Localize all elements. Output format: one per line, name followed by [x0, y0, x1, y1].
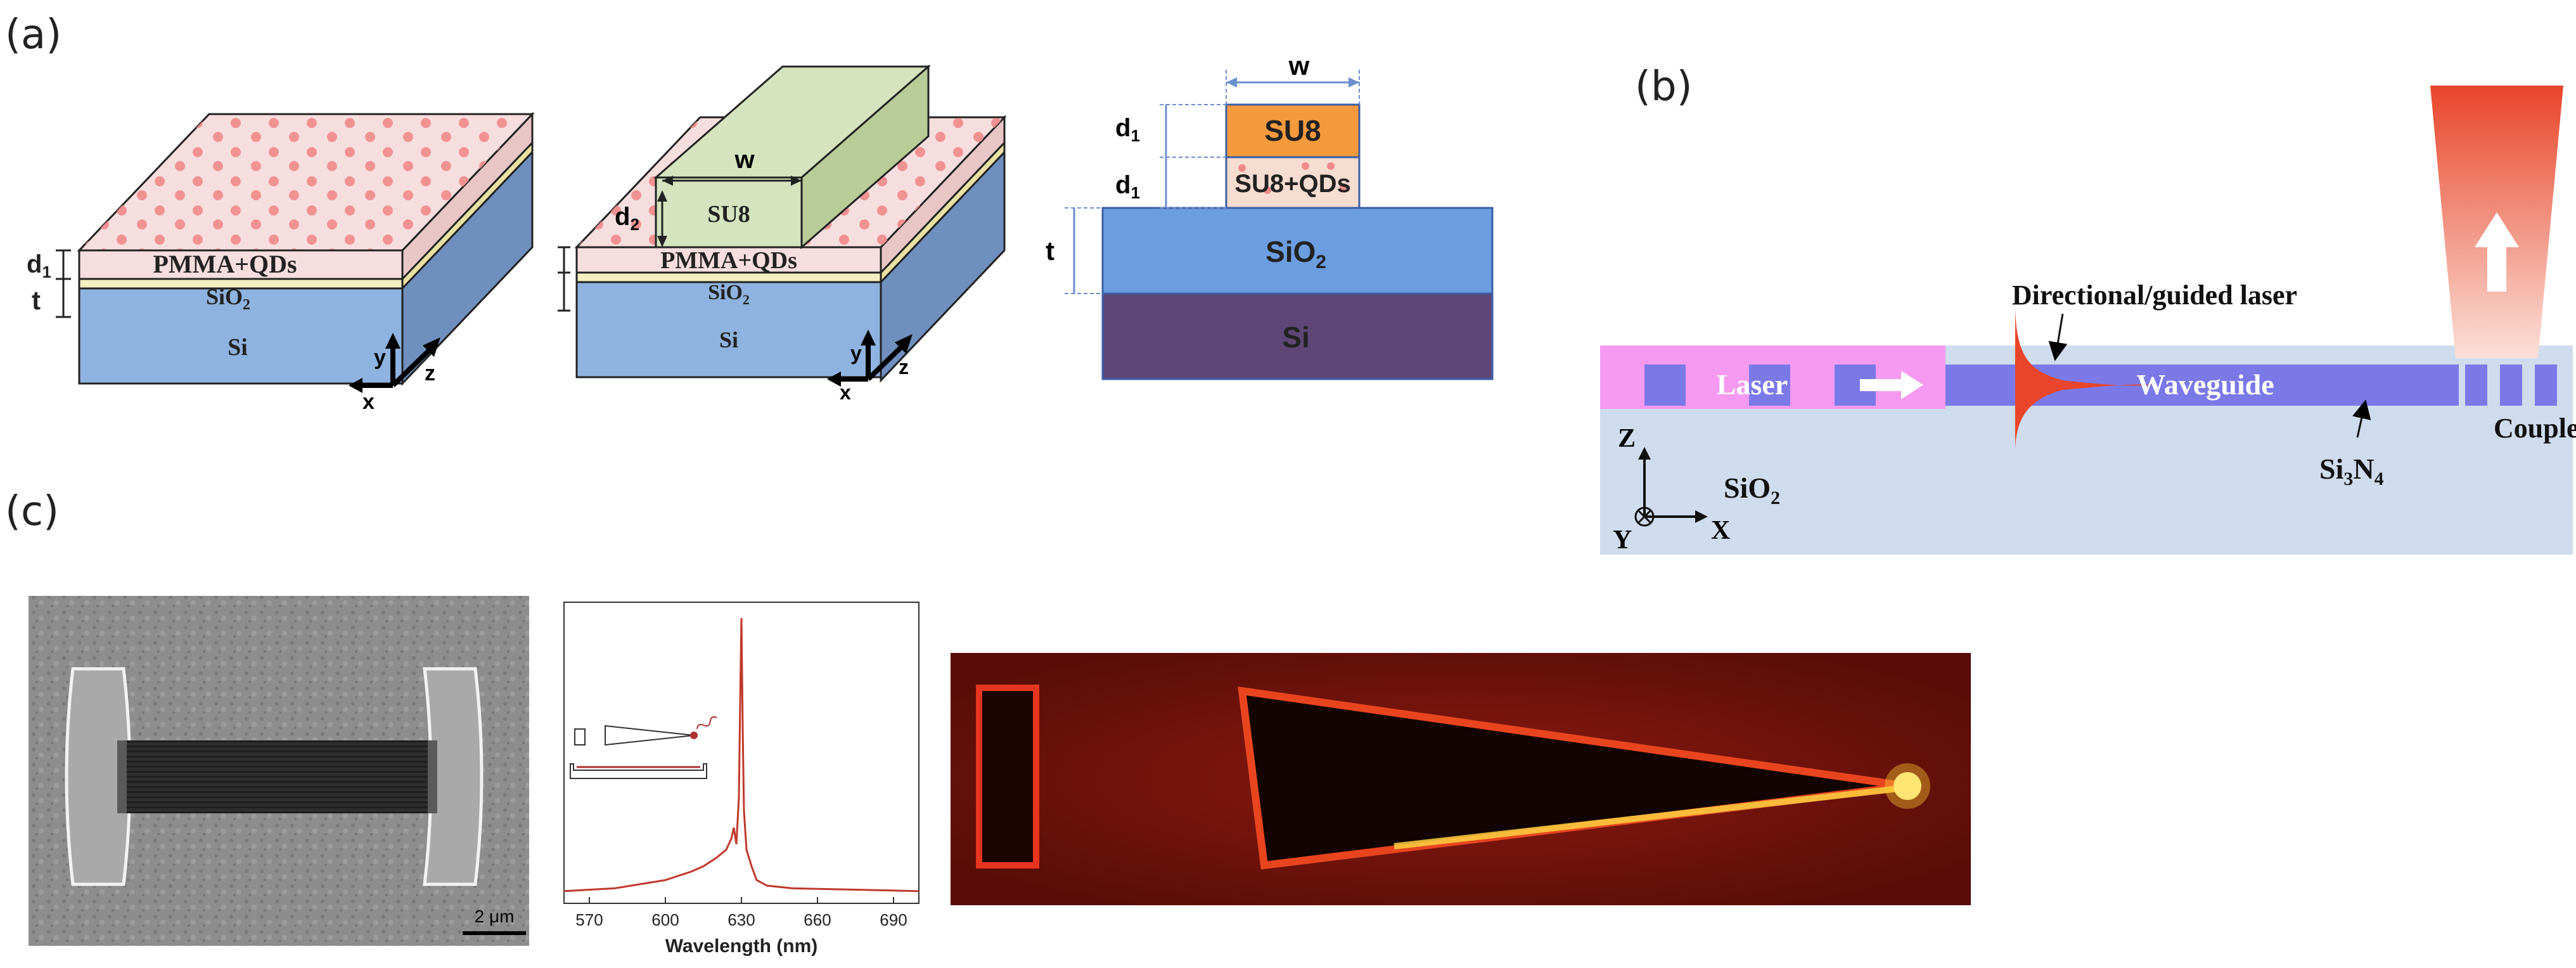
panel-label-a: (a) — [5, 11, 62, 58]
left-mirror-glow — [976, 685, 1039, 868]
svg-text:SU8: SU8 — [1264, 114, 1321, 147]
d1-label: d1 — [27, 250, 51, 281]
x-tick-label: 630 — [727, 910, 755, 929]
t-label: t — [32, 285, 41, 315]
panel-label-c: (c) — [5, 488, 60, 535]
pmma-front — [78, 249, 404, 280]
coupler-bar-2 — [2500, 365, 2522, 406]
svg-text:SU8+QDs: SU8+QDs — [1234, 170, 1350, 198]
coordinate-axes-icon: Z Y X — [1613, 424, 1730, 555]
su8-ridge-front — [655, 176, 803, 248]
si-label: Si — [227, 334, 248, 361]
scale-label: 2 μm — [475, 907, 515, 926]
svg-text:Z: Z — [1618, 424, 1636, 453]
spectrum-series-line — [563, 617, 920, 893]
svg-text:z: z — [425, 361, 435, 385]
svg-text:SiO2: SiO2 — [1724, 472, 1780, 508]
guided-mode-profile — [2015, 301, 2155, 453]
svg-text:z: z — [899, 356, 909, 378]
svg-text:x: x — [362, 390, 375, 414]
si-label-2: Si — [719, 327, 738, 352]
x-tick-label: 570 — [575, 910, 603, 929]
svg-text:w: w — [1288, 51, 1310, 81]
grating-waveguide — [124, 740, 431, 813]
svg-text:Si: Si — [1282, 321, 1309, 354]
svg-text:Y: Y — [1613, 526, 1632, 555]
svg-text:d1: d1 — [1115, 114, 1140, 145]
svg-text:Laser: Laser — [1717, 368, 1788, 401]
svg-text:Directional/guided laser: Directional/guided laser — [2012, 280, 2297, 311]
w-label: w — [734, 146, 755, 174]
svg-text:x: x — [840, 381, 851, 404]
left-mirror — [65, 667, 132, 886]
x-tick-label: 600 — [651, 910, 679, 929]
x-axis-title: Wavelength (nm) — [665, 936, 818, 957]
x-tick-label: 660 — [804, 910, 831, 929]
cross-section: SU8 SU8+QDs SiO2 Si w d1 d1 t — [1046, 51, 1494, 380]
output-spot — [1894, 772, 1921, 800]
sio2-label-2: SiO2 — [708, 281, 750, 307]
svg-text:SiO2: SiO2 — [1266, 235, 1326, 273]
si-front — [78, 287, 404, 385]
pmma-label-2: PMMA+QDs — [660, 247, 797, 274]
direction-arrow-icon — [1860, 371, 1923, 399]
layer-stack-2: SU8 PMMA+QDs SiO2 Si w d2 y z x — [558, 64, 1007, 404]
su8-block — [1225, 103, 1361, 158]
su8-label: SU8 — [707, 201, 750, 228]
pmma-label: PMMA+QDs — [153, 250, 297, 278]
svg-text:Coupler: Coupler — [2494, 413, 2576, 444]
coupler-bar-1 — [2465, 365, 2487, 406]
svg-text:t: t — [1046, 236, 1054, 266]
axes-icon: y z x — [349, 333, 440, 414]
coupler-bar-3 — [2535, 365, 2557, 406]
spectrum-chart: 570 600 630 660 690 Wavelength (nm) — [563, 602, 920, 957]
fluorescence-image — [951, 653, 1971, 905]
svg-text:d1: d1 — [1115, 171, 1140, 202]
si-substrate — [1101, 292, 1494, 380]
up-arrow-icon — [2475, 212, 2519, 292]
layer-stack-1: PMMA+QDs SiO2 Si d1 t y z x — [27, 112, 535, 414]
panel-label-b: (b) — [1635, 63, 1693, 110]
svg-text:X: X — [1711, 516, 1730, 545]
x-tick-label: 690 — [880, 910, 907, 929]
sem-image: 2 μm — [29, 596, 529, 946]
svg-text:y: y — [850, 342, 862, 365]
d2-label: d2 — [615, 203, 639, 234]
axes-icon-2: y z x — [827, 330, 913, 404]
inset-schematic-icon — [570, 716, 717, 779]
svg-text:y: y — [374, 345, 386, 370]
sio2-label: SiO2 — [206, 284, 250, 313]
panel-b-diagram: Laser Waveguide Directional/guided laser… — [1600, 86, 2576, 555]
su8-qds-block — [1225, 156, 1361, 209]
svg-text:Waveguide: Waveguide — [2136, 368, 2274, 401]
svg-text:Si3N4: Si3N4 — [2319, 453, 2384, 489]
